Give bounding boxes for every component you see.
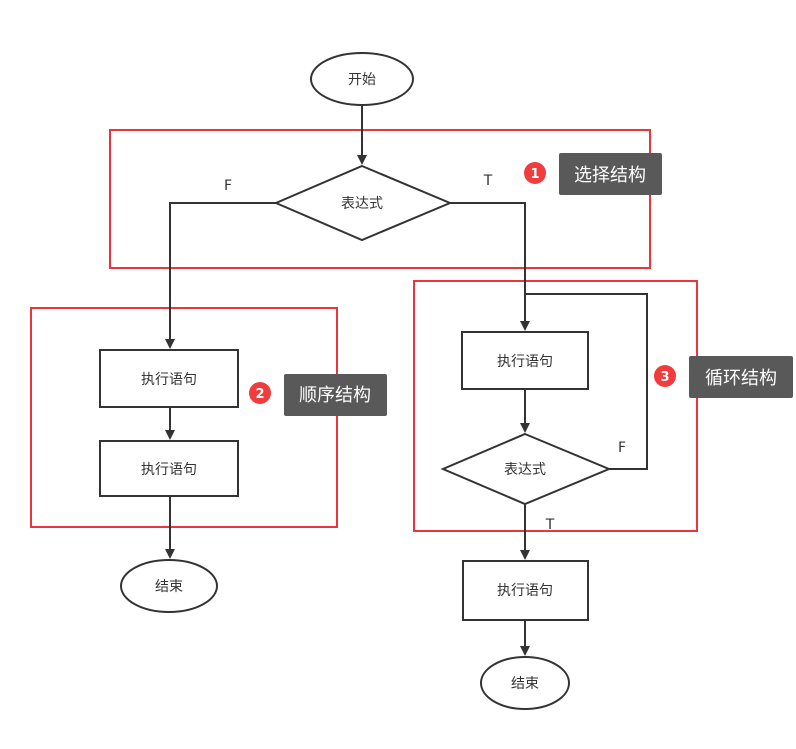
seq-stmt-2-shape bbox=[99, 440, 239, 497]
decision-top-label: 表达式 bbox=[341, 196, 383, 212]
after-loop-stmt-label: 执行语句 bbox=[497, 583, 553, 599]
annotation-3-tag bbox=[689, 356, 793, 398]
annotation-3-label: 循环结构 bbox=[705, 368, 777, 389]
edge-decision-false bbox=[165, 202, 276, 349]
annotation-2-label: 顺序结构 bbox=[299, 385, 371, 406]
loop-structure-box bbox=[413, 280, 698, 532]
sequence-structure-box bbox=[30, 307, 338, 528]
after-loop-stmt-shape bbox=[462, 560, 589, 621]
edge-decision-true bbox=[450, 202, 530, 331]
edge-label-loop-false: F bbox=[618, 440, 626, 456]
annotation-2-tag bbox=[284, 374, 387, 416]
seq-stmt-1-label: 执行语句 bbox=[141, 372, 197, 388]
loop-decision-label: 表达式 bbox=[504, 462, 546, 478]
loop-decision-shape bbox=[440, 432, 612, 506]
selection-structure-box bbox=[109, 129, 651, 269]
annotation-3-badge bbox=[654, 365, 676, 387]
annotation-1-number: 1 bbox=[530, 167, 539, 182]
loop-stmt-shape bbox=[461, 331, 589, 390]
annotation-3-number: 3 bbox=[660, 370, 669, 385]
loop-end-shape bbox=[480, 656, 570, 710]
start-node-label: 开始 bbox=[348, 72, 376, 88]
edge-label-top-true: T bbox=[483, 173, 493, 189]
edge-loop-false-back bbox=[525, 293, 648, 470]
annotation-1-label: 选择结构 bbox=[574, 165, 646, 186]
annotation-1-badge bbox=[524, 162, 546, 184]
loop-end-label: 结束 bbox=[511, 676, 539, 692]
seq-stmt-1-shape bbox=[99, 349, 239, 408]
seq-stmt-2-label: 执行语句 bbox=[141, 462, 197, 478]
decision-top-shape bbox=[273, 164, 453, 242]
start-node-shape bbox=[310, 52, 414, 106]
seq-end-label: 结束 bbox=[155, 579, 183, 595]
loop-stmt-label: 执行语句 bbox=[497, 354, 553, 370]
annotation-2-badge bbox=[249, 382, 271, 404]
edge-label-loop-true: T bbox=[545, 517, 555, 533]
edge-label-top-false: F bbox=[224, 178, 232, 194]
annotation-1-tag bbox=[559, 153, 662, 195]
seq-end-shape bbox=[120, 559, 218, 613]
annotation-2-number: 2 bbox=[255, 387, 264, 402]
